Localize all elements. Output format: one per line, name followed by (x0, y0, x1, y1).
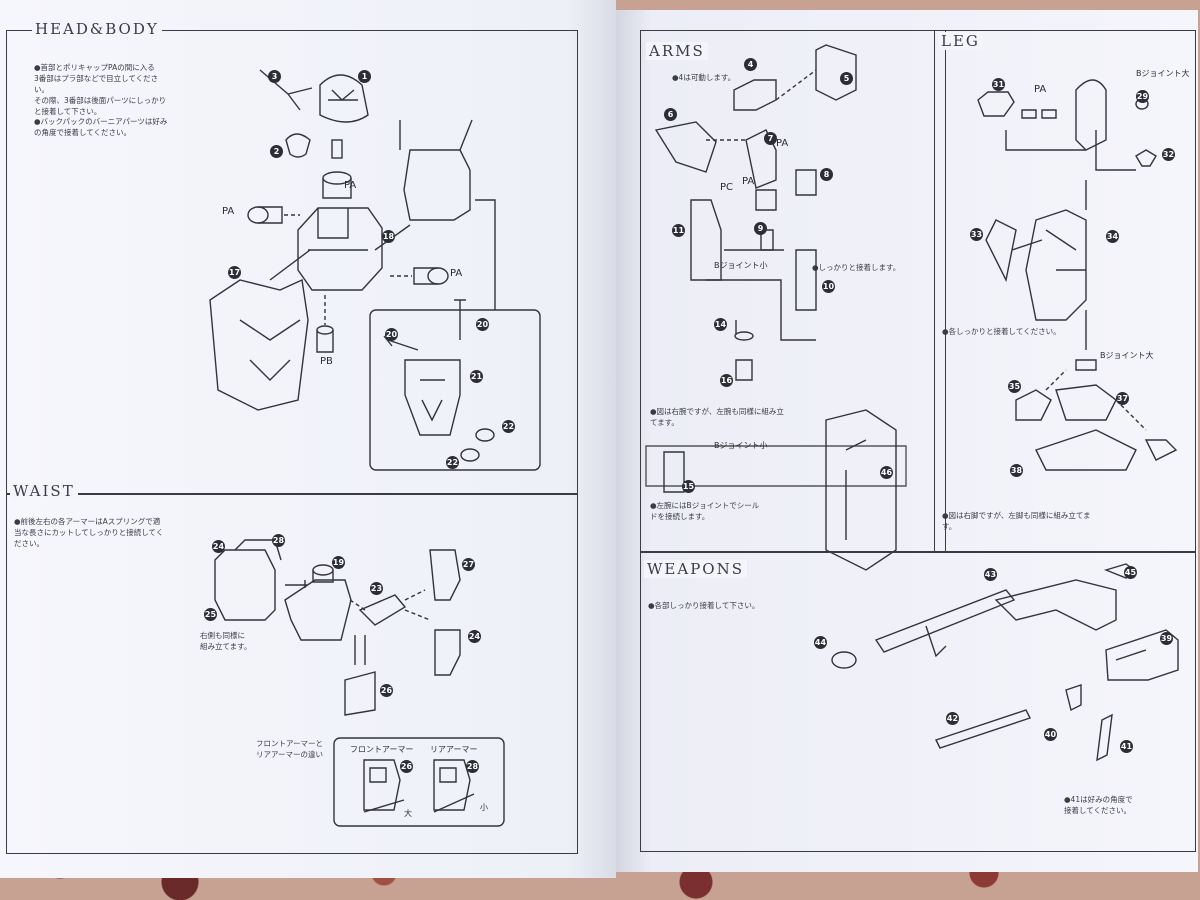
part-number-10: 10 (822, 280, 835, 293)
part-number-32: 32 (1162, 148, 1175, 161)
part-number-24b: 24 (468, 630, 481, 643)
waist-note-1: ●前後左右の各アーマーはAスプリングで適当な長さにカットしてしっかりと接続してく… (14, 517, 164, 548)
part-number-35: 35 (1008, 380, 1021, 393)
head-body-title: HEAD&BODY (32, 20, 162, 38)
label-pa-right: PA (450, 268, 463, 279)
manual-page-left: HEAD&BODY ●首部とポリキャップPAの間に入る 3番部はプラ部などで目立… (0, 0, 616, 878)
label-pa-top: PA (344, 180, 357, 191)
part-number-46: 46 (880, 466, 893, 479)
part-number-19: 19 (332, 556, 345, 569)
part-number-41: 41 (1120, 740, 1133, 753)
part-number-29: 29 (1136, 90, 1149, 103)
part-number-23: 23 (370, 582, 383, 595)
part-number-25: 25 (204, 608, 217, 621)
part-number-39: 39 (1160, 632, 1173, 645)
weapons-title: WEAPONS (644, 560, 747, 578)
part-number-22b: 22 (446, 456, 459, 469)
part-number-14: 14 (714, 318, 727, 331)
part-number-1: 1 (358, 70, 371, 83)
arms-note-4: ●左腕にはBジョイントでシールドを接続します。 (650, 501, 760, 521)
arms-note-3: ●図は右腕ですが、左腕も同様に組み立てます。 (650, 407, 784, 427)
label-pa-arms-1: PA (776, 138, 789, 149)
part-number-26a: 26 (380, 684, 393, 697)
part-number-44: 44 (814, 636, 827, 649)
part-number-8: 8 (820, 168, 833, 181)
part-number-22a: 22 (502, 420, 515, 433)
large-label: 大 (404, 809, 412, 818)
part-number-16: 16 (720, 374, 733, 387)
part-number-27: 27 (462, 558, 475, 571)
weapons-panel (640, 552, 1196, 852)
part-number-45: 45 (1124, 566, 1137, 579)
part-number-17: 17 (228, 266, 241, 279)
label-b-joint-large-1: Bジョイント大 (1136, 69, 1190, 78)
head-body-note-1: ●首部とポリキャップPAの間に入る 3番部はプラ部などで目立してください。 その… (34, 63, 167, 116)
arms-title: ARMS (646, 42, 708, 60)
part-number-4: 4 (744, 58, 757, 71)
part-number-21: 21 (470, 370, 483, 383)
part-number-38: 38 (1010, 464, 1023, 477)
part-number-20b: 20 (476, 318, 489, 331)
weapons-note-2: ●41は好みの角度で 接着してください。 (1064, 795, 1133, 815)
part-number-43: 43 (984, 568, 997, 581)
waist-diagram (214, 539, 461, 716)
weapons-diagram (831, 563, 1179, 762)
part-number-24a: 24 (212, 540, 225, 553)
part-number-26b: 26 (400, 760, 413, 773)
label-b-joint-small-1: Bジョイント小 (714, 261, 768, 270)
part-number-42: 42 (946, 712, 959, 725)
armor-diff-inset (333, 737, 505, 827)
part-number-28a: 28 (272, 534, 285, 547)
part-number-7: 7 (764, 132, 777, 145)
armor-diff-caption: フロントアーマーと リアアーマーの違い (256, 739, 324, 759)
leg-title: LEG (938, 32, 983, 50)
leg-note-2: ●図は右脚ですが、左脚も同様に組み立てます。 (942, 511, 1091, 531)
head-body-panel (6, 30, 578, 494)
part-number-6: 6 (664, 108, 677, 121)
label-b-joint-small-2: Bジョイント小 (714, 441, 768, 450)
part-number-34: 34 (1106, 230, 1119, 243)
front-armor-label: フロントアーマー (350, 745, 414, 754)
waist-note-2: 右側も同様に 組み立てます。 (200, 631, 252, 651)
label-pa-leg: PA (1034, 84, 1047, 95)
leg-diagram (977, 79, 1178, 471)
part-number-18: 18 (382, 230, 395, 243)
leg-panel (934, 30, 1196, 552)
small-label: 小 (480, 803, 488, 812)
part-number-40: 40 (1044, 728, 1057, 741)
arms-panel (640, 30, 946, 552)
label-pc: PC (720, 182, 734, 193)
part-number-9: 9 (754, 222, 767, 235)
part-number-5: 5 (840, 72, 853, 85)
label-b-joint-large-2: Bジョイント大 (1100, 351, 1154, 360)
arms-diagram (645, 44, 907, 571)
part-number-28b: 28 (466, 760, 479, 773)
part-number-33: 33 (970, 228, 983, 241)
head-body-note-2: ●バックパックのバーニアパーツは好みの角度で接着してください。 (34, 117, 168, 137)
arms-note-1: ●4は可動します。 (672, 73, 736, 82)
manual-page-right: ARMS ●4は可動します。 ●しっかりと接着します。 ●図は右腕ですが、左腕も… (616, 10, 1198, 872)
rear-armor-label: リアアーマー (430, 745, 478, 754)
part-number-3: 3 (268, 70, 281, 83)
head-body-diagram (209, 69, 541, 471)
arms-note-2: ●しっかりと接着します。 (812, 263, 901, 272)
part-number-31: 31 (992, 78, 1005, 91)
label-pa-left: PA (222, 206, 235, 217)
waist-title: WAIST (10, 482, 78, 500)
label-pb: PB (320, 356, 333, 367)
weapons-note-1: ●各部しっかり接着して下さい。 (648, 601, 760, 610)
part-number-2: 2 (270, 145, 283, 158)
part-number-20a: 20 (385, 328, 398, 341)
part-number-37: 37 (1116, 392, 1129, 405)
label-pa-arms-2: PA (742, 176, 755, 187)
part-number-11: 11 (672, 224, 685, 237)
waist-panel (6, 494, 578, 854)
leg-note-1: ●各しっかりと接着してください。 (942, 327, 1061, 336)
part-number-15: 15 (682, 480, 695, 493)
